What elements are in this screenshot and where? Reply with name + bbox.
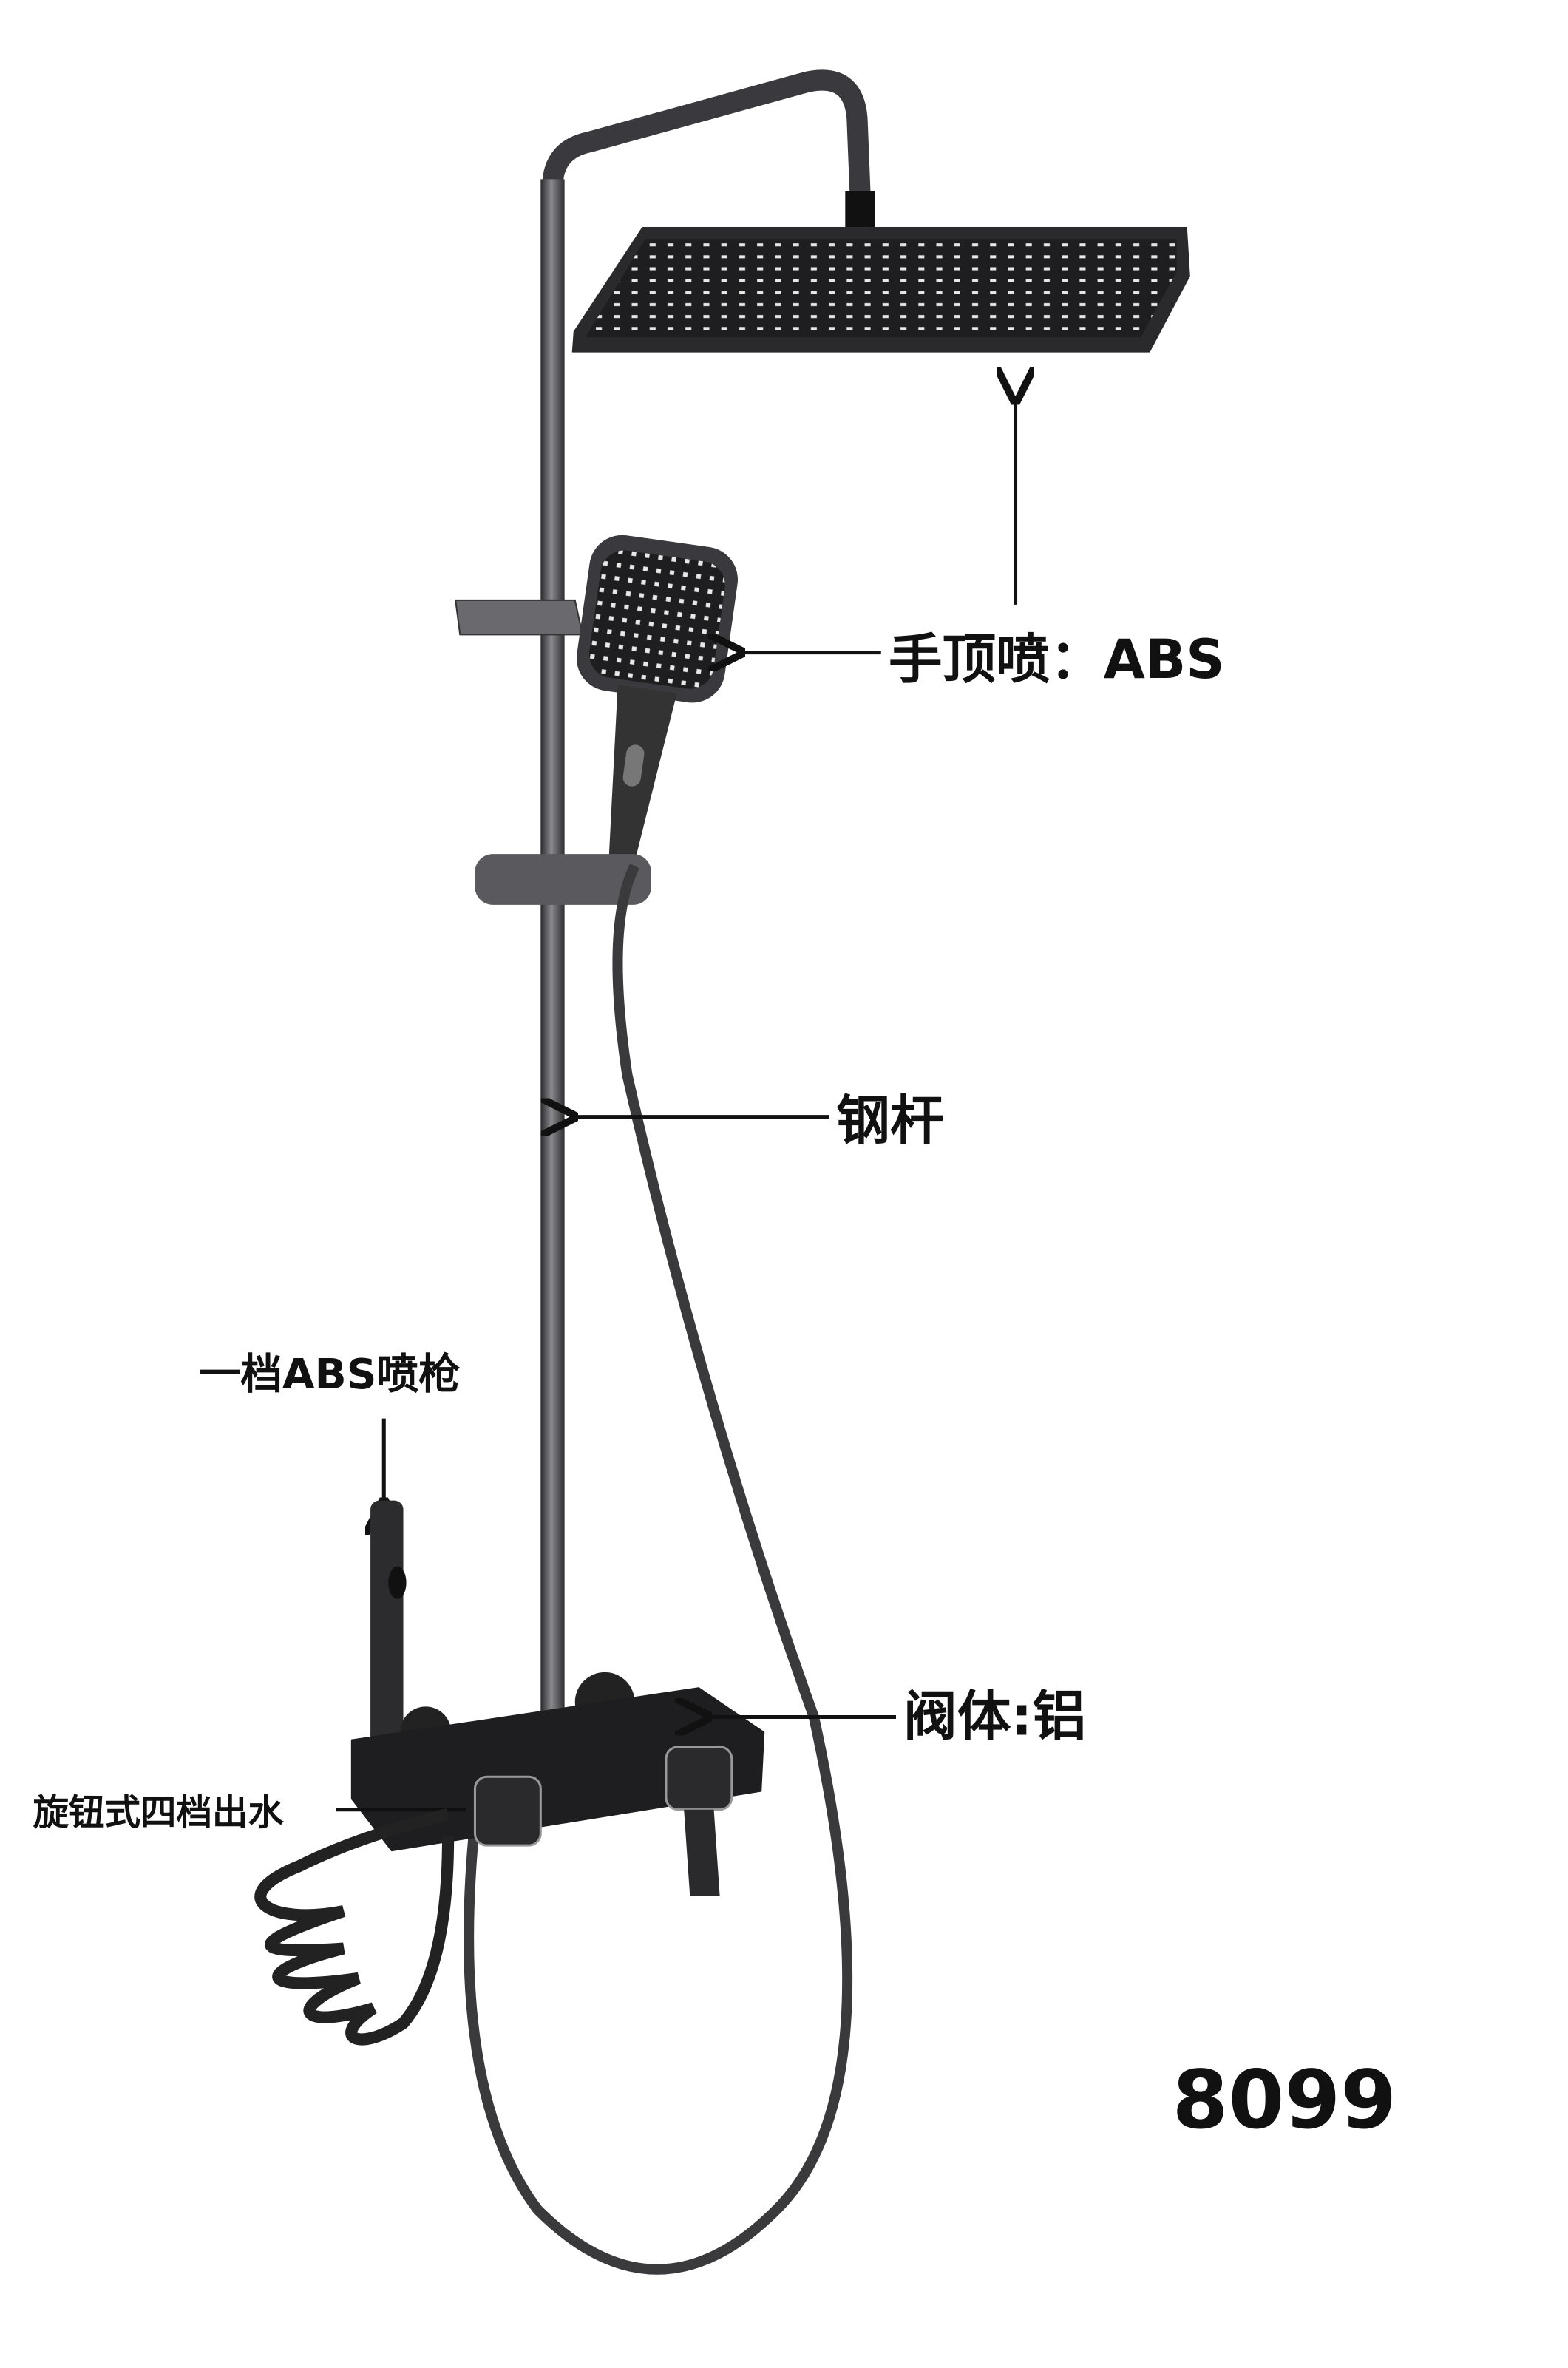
spray-gun [370,1500,404,1754]
label-rain-head: 手顶喷：ABS [889,629,1225,691]
spray-gun-button [388,1566,407,1599]
label-valve-body: 阀体:铝 [903,1686,1086,1748]
label-knob-outlet: 旋钮式四档出水 [33,1792,285,1833]
label-spray-gun: 一档ABS喷枪 [199,1351,461,1399]
knob-right [665,1746,733,1811]
steel-rod [540,179,565,1725]
rain-head-face [585,239,1177,338]
shower-arm [542,69,871,1728]
knob-left [473,1775,542,1847]
label-steel-rod: 钢杆 [836,1090,943,1153]
arm-connector [845,191,875,231]
lever-handle [684,1809,720,1896]
shower-hose [464,864,853,2275]
model-number: 8099 [1172,2053,1397,2147]
coiled-hose [254,1808,455,2046]
shelf [455,599,584,636]
handheld-shower [576,535,738,858]
slider-bracket [475,854,651,905]
